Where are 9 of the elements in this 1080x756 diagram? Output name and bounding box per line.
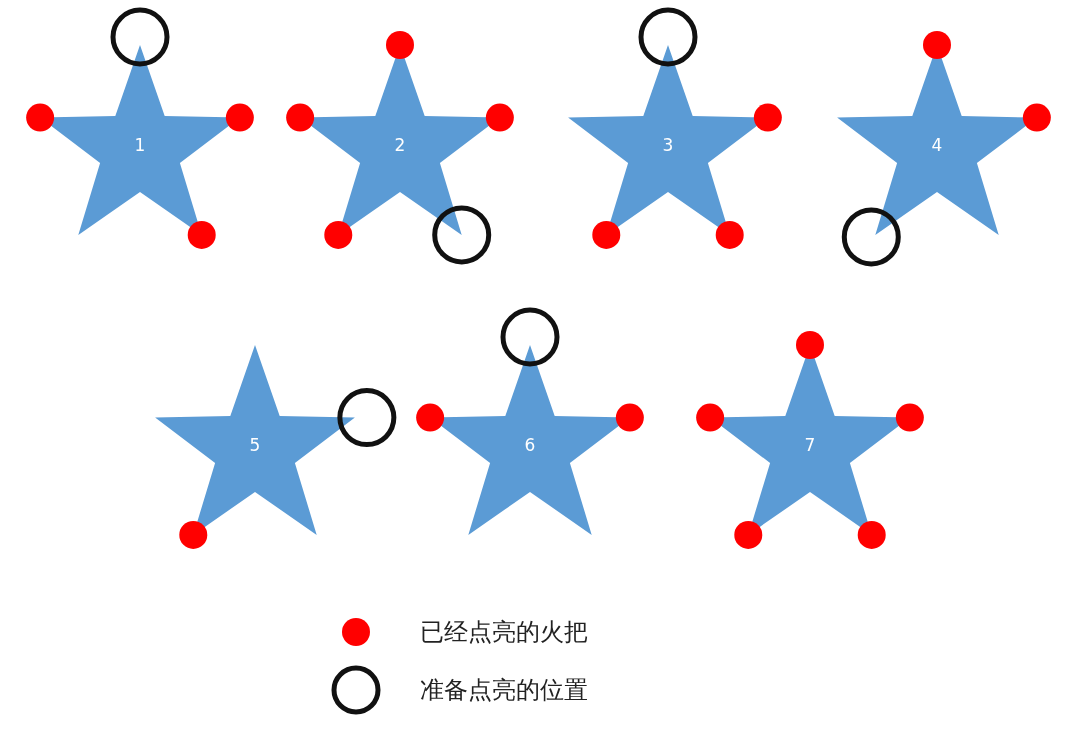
star-number: 3 [662, 135, 674, 155]
legend-text: 准备点亮的位置 [420, 675, 588, 705]
legend-text: 已经点亮的火把 [420, 617, 588, 647]
star-number: 7 [804, 435, 816, 455]
star-number: 2 [394, 135, 406, 155]
star-number: 6 [524, 435, 536, 455]
star-number: 1 [134, 135, 146, 155]
star-number: 5 [249, 435, 261, 455]
star-number: 4 [931, 135, 943, 155]
